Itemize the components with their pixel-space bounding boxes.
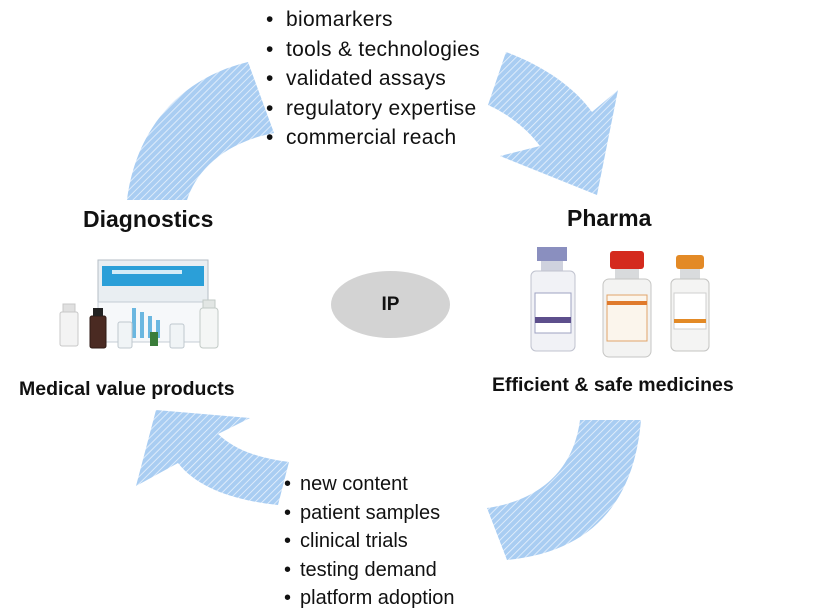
bullet-item: biomarkers: [262, 5, 480, 35]
ip-node: IP: [331, 271, 450, 338]
bullet-item: patient samples: [284, 499, 455, 528]
pharma-subtitle: Efficient & safe medicines: [492, 374, 734, 396]
bottom-flow-bullet-list: new content patient samples clinical tri…: [284, 470, 455, 613]
diagnostic-kit-illustration: [59, 259, 219, 349]
pharma-title: Pharma: [567, 205, 652, 231]
top-flow-bullet-list: biomarkers tools & technologies validate…: [262, 5, 480, 153]
bottom-left-arrow: [136, 410, 289, 505]
bullet-item: tools & technologies: [262, 35, 480, 65]
bottom-right-arc: [487, 420, 641, 560]
bullet-item: commercial reach: [262, 123, 480, 153]
top-left-arc-arrow: [127, 62, 274, 200]
bullet-item: testing demand: [284, 556, 455, 585]
bullet-item: new content: [284, 470, 455, 499]
diagnostics-title: Diagnostics: [83, 206, 214, 232]
bullet-item: clinical trials: [284, 527, 455, 556]
bullet-item: platform adoption: [284, 584, 455, 613]
ip-label: IP: [381, 293, 400, 315]
bullet-item: validated assays: [262, 64, 480, 94]
diagnostics-subtitle: Medical value products: [19, 378, 235, 400]
bullet-item: regulatory expertise: [262, 94, 480, 124]
top-right-arrow: [488, 52, 618, 195]
medicine-vials-illustration: [530, 247, 710, 358]
